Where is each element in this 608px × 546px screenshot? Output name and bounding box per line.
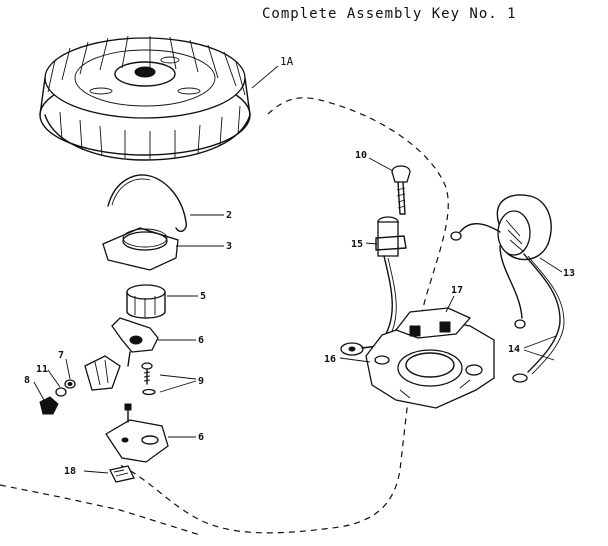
condenser-part	[450, 194, 565, 383]
callout-cover: 3	[226, 241, 232, 252]
callout-screw-7: 7	[58, 350, 64, 361]
breaker-arm-part	[111, 317, 159, 367]
callout-breaker-plate: 6	[198, 432, 204, 443]
stator-housing-part	[365, 307, 495, 409]
contact-block-part	[39, 355, 121, 415]
callout-screw-8: 8	[24, 375, 30, 386]
callout-flywheel: 1A	[280, 55, 294, 68]
callout-spring-clip: 2	[226, 210, 232, 221]
callout-breaker-arm: 6	[198, 335, 204, 346]
callout-screws: 9	[198, 376, 204, 387]
cam-bushing-part	[126, 284, 166, 319]
callout-coil: 15	[351, 239, 363, 250]
callout-screw-10: 10	[355, 150, 367, 161]
assembly-group-outline	[119, 97, 449, 534]
callout-clip: 18	[64, 466, 76, 477]
callout-cam-bushing: 5	[200, 291, 206, 302]
screws-part	[141, 362, 156, 396]
callout-washer-11: 11	[36, 364, 48, 375]
callout-leads: 14	[508, 344, 520, 355]
assembly-group-outline-lower	[0, 484, 201, 536]
callout-condenser: 13	[563, 268, 575, 279]
clip-part	[109, 465, 135, 483]
diagram-title: Complete Assembly Key No. 1	[262, 6, 517, 22]
callout-stator-housing: 16	[324, 354, 336, 365]
flywheel-part	[39, 35, 251, 161]
spring-clip-part	[107, 174, 188, 232]
cover-part	[102, 227, 179, 271]
screw-10-part	[391, 165, 411, 215]
breaker-plate-part	[105, 403, 169, 463]
callout-bracket: 17	[451, 285, 463, 296]
